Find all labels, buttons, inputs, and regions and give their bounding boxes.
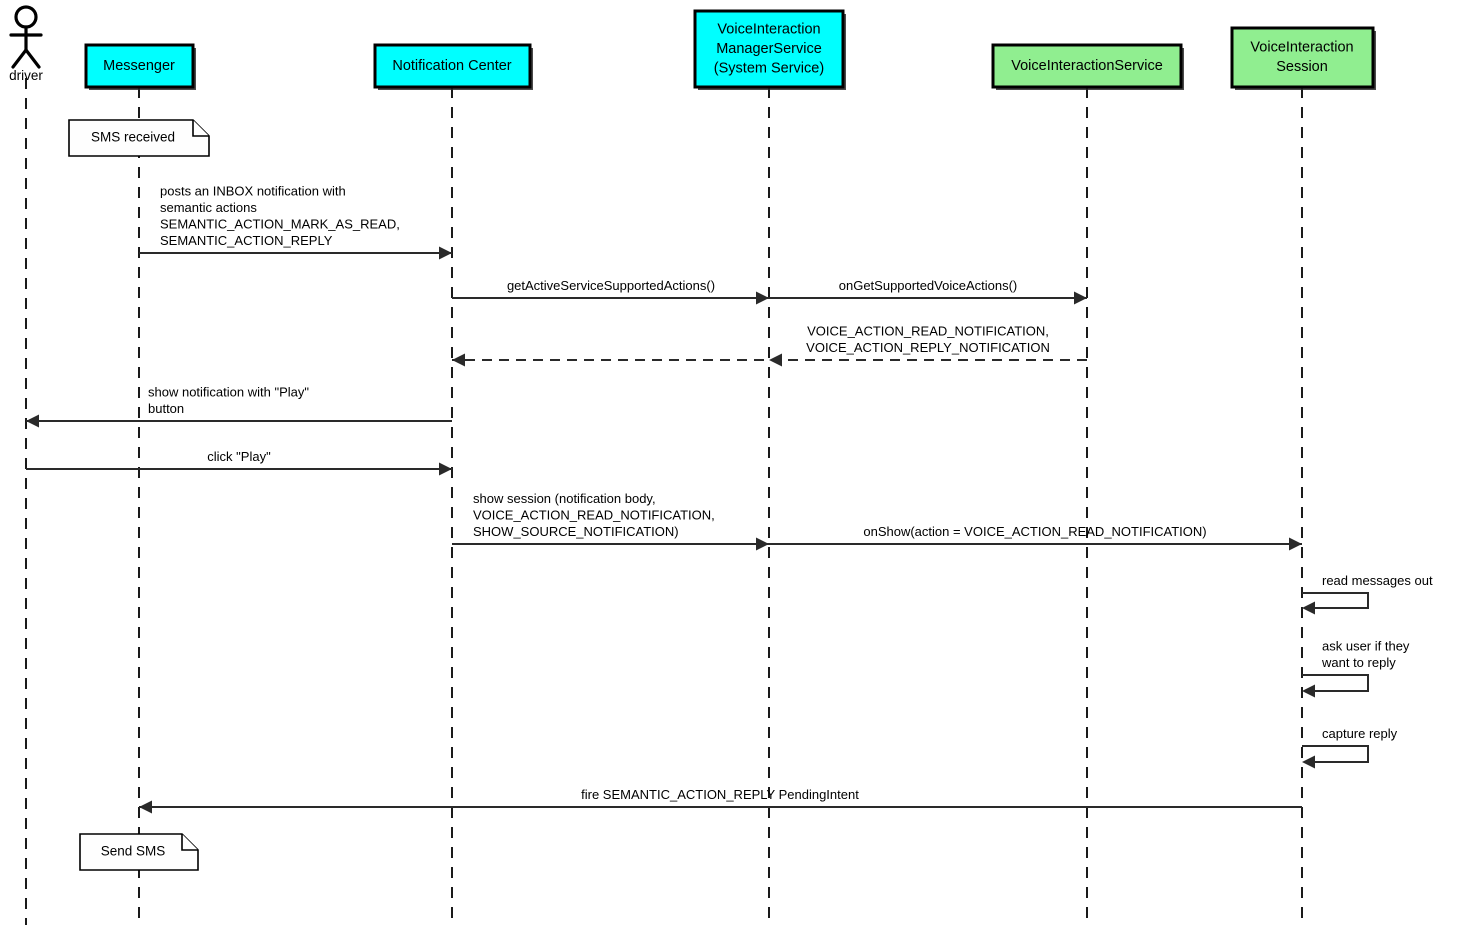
message-msg-return-voice-actions[interactable]: VOICE_ACTION_READ_NOTIFICATION,VOICE_ACT… bbox=[452, 324, 1087, 367]
self-message-arrowhead-icon bbox=[1302, 755, 1315, 769]
message-msg-click-play[interactable]: click "Play" bbox=[26, 449, 452, 476]
participant-label: Session bbox=[1276, 59, 1328, 75]
message-label: SEMANTIC_ACTION_REPLY bbox=[160, 233, 333, 248]
self-message-label: read messages out bbox=[1322, 573, 1433, 588]
message-label: VOICE_ACTION_READ_NOTIFICATION, bbox=[807, 324, 1049, 339]
actor-leg-right bbox=[24, 48, 41, 69]
message-msg-on-show[interactable]: onShow(action = VOICE_ACTION_READ_NOTIFI… bbox=[769, 524, 1302, 551]
participant-messenger[interactable]: Messenger bbox=[84, 43, 196, 90]
participant-voice-interaction-service[interactable]: VoiceInteractionService bbox=[991, 43, 1184, 90]
message-label: semantic actions bbox=[160, 200, 257, 215]
message-msg-show-notification[interactable]: show notification with "Play"button bbox=[26, 385, 452, 428]
note-note-sms-received[interactable]: SMS received bbox=[68, 119, 210, 157]
message-arrowhead-icon bbox=[139, 800, 152, 814]
message-arrowhead-icon bbox=[756, 291, 769, 305]
self-message-arrowhead-icon bbox=[1302, 601, 1315, 615]
actor-driver[interactable]: driver bbox=[9, 5, 43, 83]
participant-label: (System Service) bbox=[714, 60, 824, 76]
message-label: click "Play" bbox=[207, 449, 271, 464]
message-arrowhead-icon bbox=[452, 353, 465, 367]
self-message-self-capture-reply[interactable]: capture reply bbox=[1302, 726, 1398, 769]
participant-label: ManagerService bbox=[716, 41, 822, 57]
message-msg-post-notification[interactable]: posts an INBOX notification withsemantic… bbox=[139, 184, 452, 260]
self-message-path[interactable] bbox=[1302, 674, 1369, 692]
message-label: button bbox=[148, 401, 184, 416]
self-message-arrowhead-icon bbox=[1302, 684, 1315, 698]
participant-label: VoiceInteractionService bbox=[1011, 58, 1163, 74]
message-label: SHOW_SOURCE_NOTIFICATION) bbox=[473, 524, 679, 539]
participant-box[interactable] bbox=[1230, 26, 1375, 89]
participant-label: VoiceInteraction bbox=[717, 21, 820, 37]
message-arrowhead-icon bbox=[439, 246, 452, 260]
note-body[interactable] bbox=[79, 833, 199, 871]
message-arrowhead-icon bbox=[756, 537, 769, 551]
self-message-path[interactable] bbox=[1302, 745, 1369, 763]
message-label: show notification with "Play" bbox=[148, 385, 309, 400]
participants-layer: Messenger Notification Center VoiceInterac… bbox=[84, 9, 1376, 90]
participant-label: VoiceInteraction bbox=[1250, 40, 1353, 56]
actor-label: driver bbox=[9, 68, 43, 83]
message-label: VOICE_ACTION_READ_NOTIFICATION, bbox=[473, 508, 715, 523]
self-message-label: want to reply bbox=[1321, 655, 1396, 670]
message-arrowhead-icon bbox=[1289, 537, 1302, 551]
message-label: VOICE_ACTION_REPLY_NOTIFICATION bbox=[806, 340, 1050, 355]
message-label: getActiveServiceSupportedActions() bbox=[507, 278, 715, 293]
note-label: Send SMS bbox=[101, 844, 166, 859]
note-fold-corner-icon bbox=[181, 834, 198, 851]
message-label: onShow(action = VOICE_ACTION_READ_NOTIFI… bbox=[863, 524, 1206, 539]
participant-label: Messenger bbox=[103, 58, 175, 74]
self-message-label: ask user if they bbox=[1322, 639, 1410, 654]
messages-layer: posts an INBOX notification withsemantic… bbox=[26, 184, 1302, 814]
message-arrowhead-icon bbox=[26, 414, 39, 428]
message-label: show session (notification body, bbox=[473, 491, 656, 506]
participant-box[interactable] bbox=[991, 43, 1183, 89]
self-message-label: capture reply bbox=[1322, 726, 1398, 741]
note-fold-corner-icon bbox=[192, 120, 209, 137]
self-message-self-read-messages-out[interactable]: read messages out bbox=[1302, 573, 1433, 615]
participant-box[interactable] bbox=[84, 43, 195, 89]
actor-head-icon bbox=[14, 5, 38, 29]
message-label: fire SEMANTIC_ACTION_REPLY PendingIntent bbox=[581, 787, 859, 802]
message-msg-show-session[interactable]: show session (notification body, VOICE_AC… bbox=[452, 491, 769, 551]
message-arrowhead-icon bbox=[1074, 291, 1087, 305]
note-body[interactable] bbox=[68, 119, 210, 157]
participant-box[interactable] bbox=[693, 9, 845, 89]
message-label: posts an INBOX notification with bbox=[160, 184, 346, 199]
actor-leg-left bbox=[11, 48, 28, 69]
message-label: SEMANTIC_ACTION_MARK_AS_READ, bbox=[160, 217, 400, 232]
participant-notification-center[interactable]: Notification Center bbox=[373, 43, 533, 90]
participant-label: Notification Center bbox=[392, 58, 511, 74]
message-arrowhead-icon bbox=[439, 462, 452, 476]
message-label: onGetSupportedVoiceActions() bbox=[839, 278, 1018, 293]
message-arrowhead-icon bbox=[769, 353, 782, 367]
participant-box[interactable] bbox=[373, 43, 532, 89]
message-msg-get-active-service-supported-actions[interactable]: getActiveServiceSupportedActions() bbox=[452, 278, 769, 305]
note-note-send-sms[interactable]: Send SMS bbox=[79, 833, 199, 871]
actor-layer: driver bbox=[9, 5, 43, 83]
lifelines-layer bbox=[25, 78, 1303, 925]
note-label: SMS received bbox=[91, 130, 175, 145]
message-msg-on-get-supported-voice-actions[interactable]: onGetSupportedVoiceActions() bbox=[769, 278, 1087, 305]
self-message-path[interactable] bbox=[1302, 592, 1369, 609]
message-msg-fire-pending-intent[interactable]: fire SEMANTIC_ACTION_REPLY PendingIntent bbox=[139, 787, 1302, 814]
